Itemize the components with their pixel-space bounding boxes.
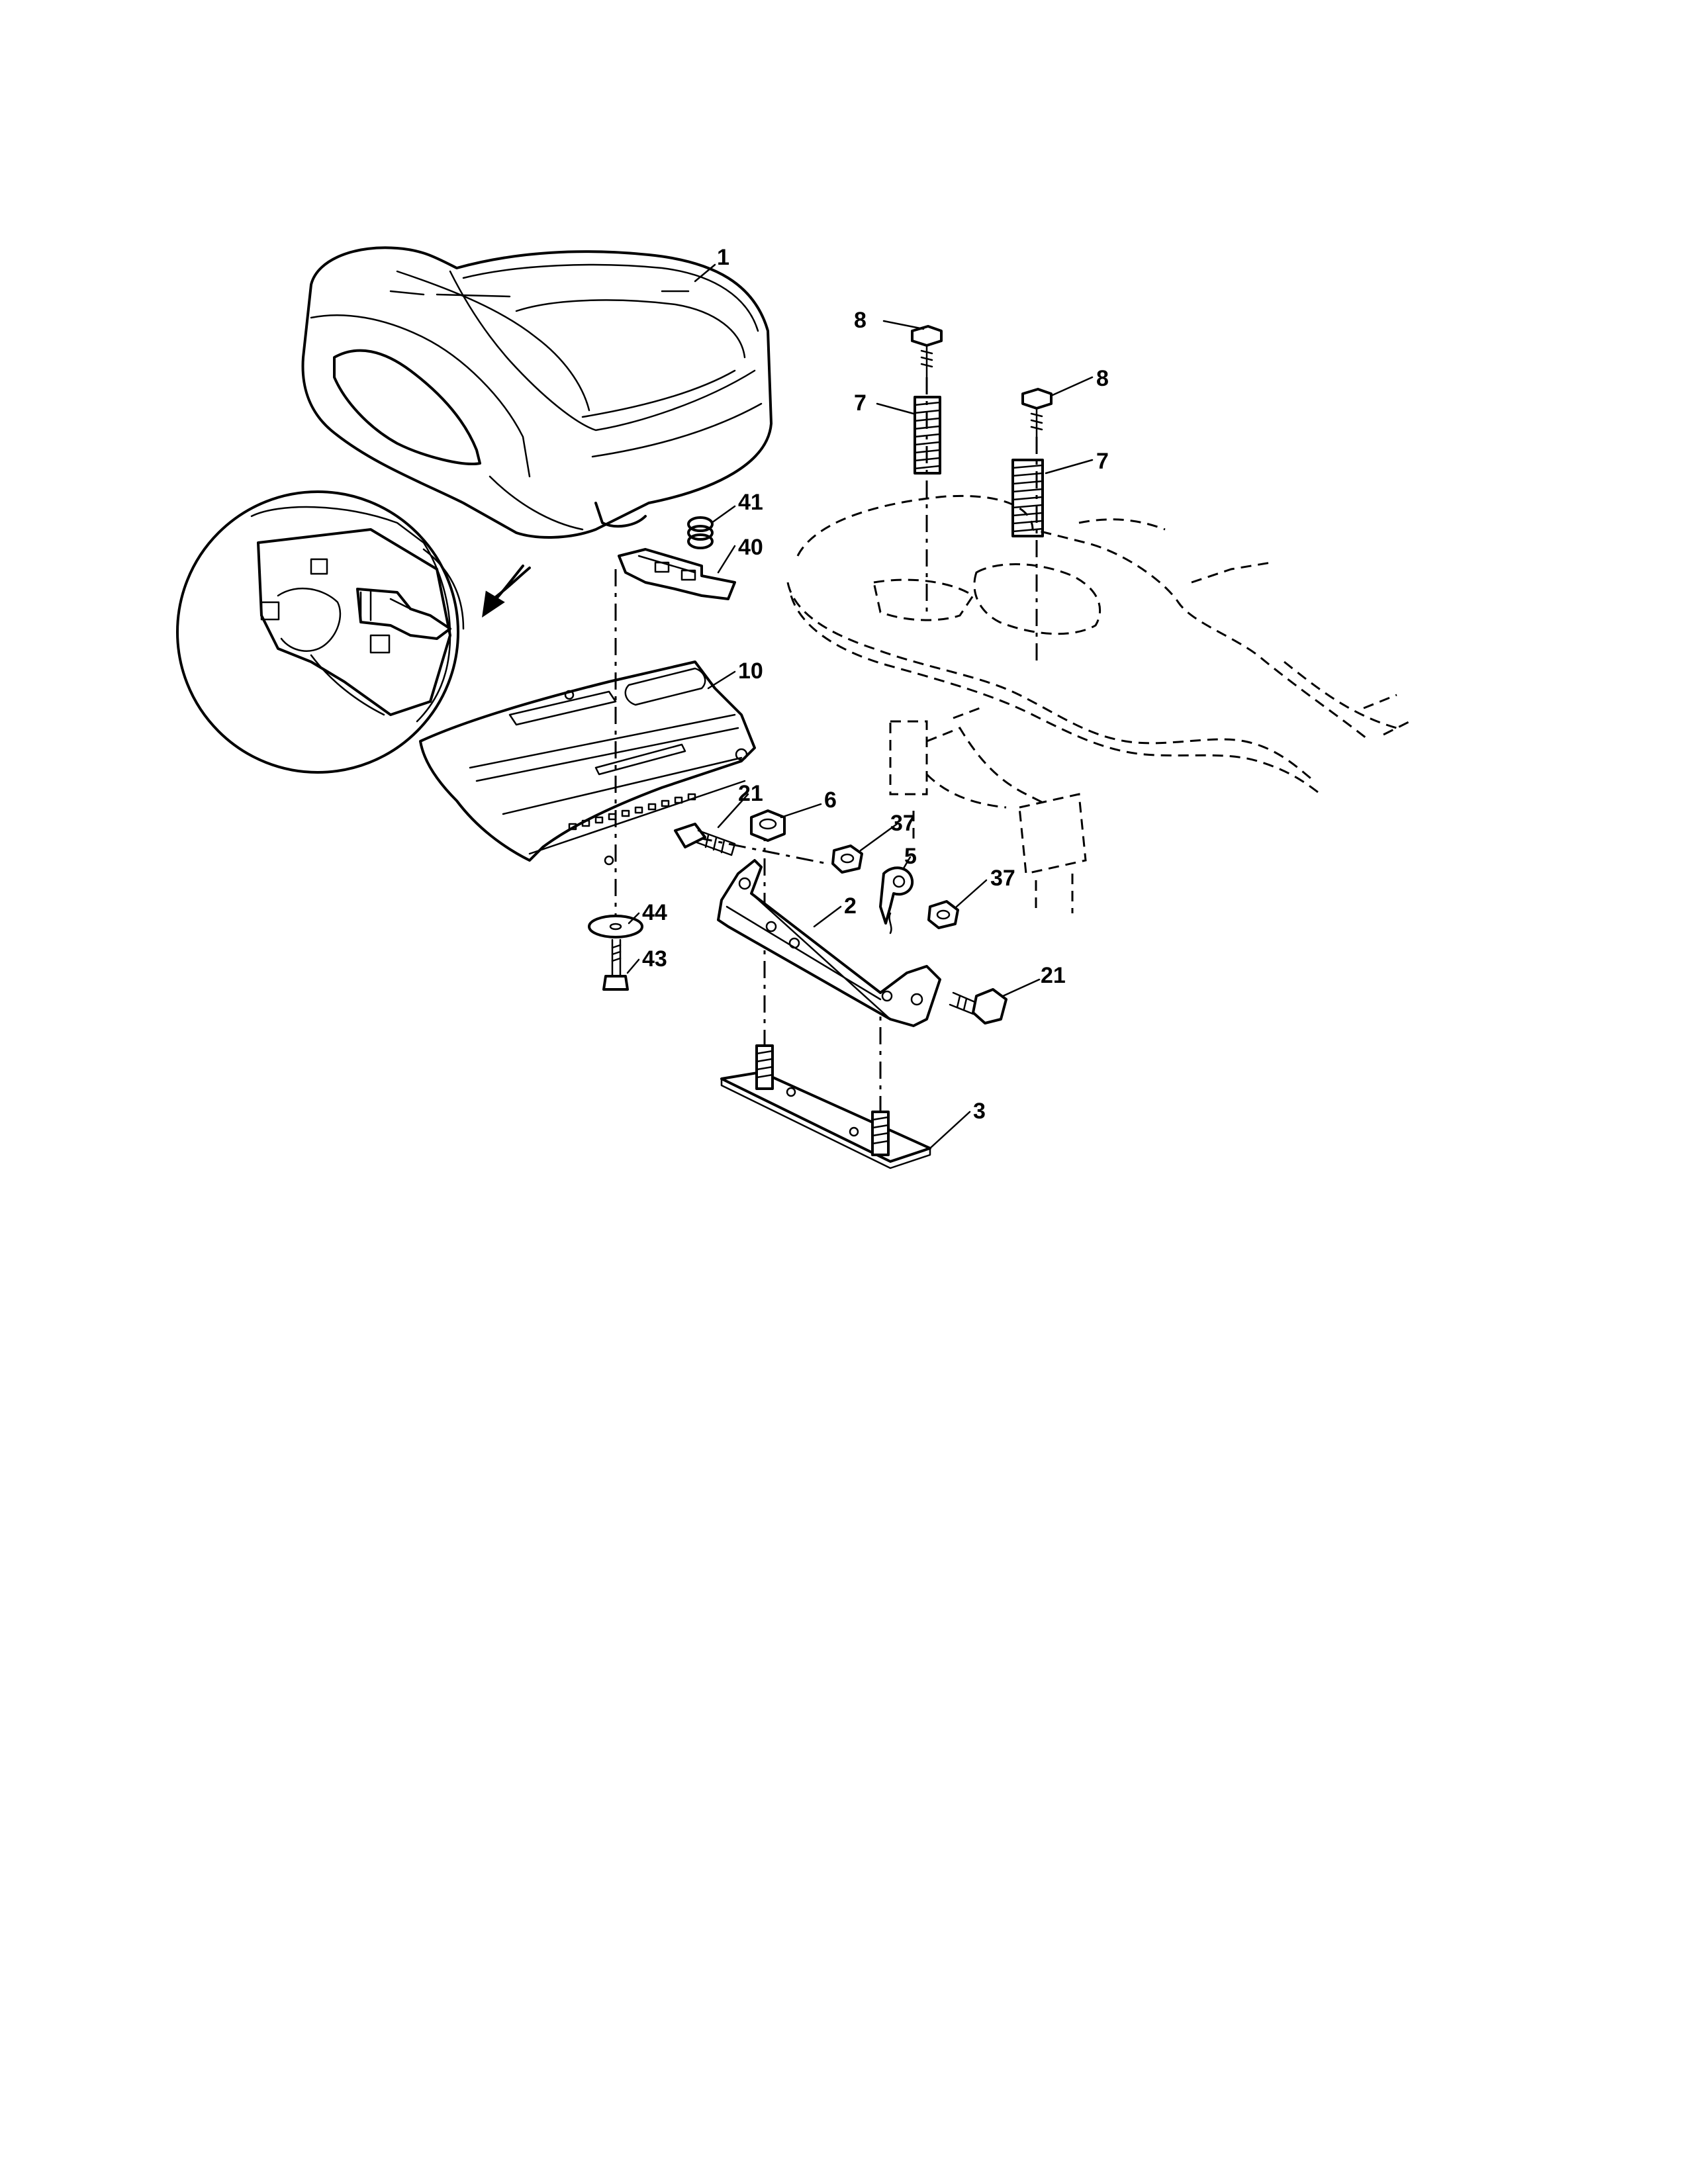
fender-outline xyxy=(786,494,1411,913)
callout-3: 3 xyxy=(973,1099,986,1124)
callout-44: 44 xyxy=(642,900,667,925)
nut-6 xyxy=(750,809,786,842)
callout-8-right: 8 xyxy=(1096,366,1109,391)
callout-21-right: 21 xyxy=(1041,963,1066,988)
bolt-21-left xyxy=(674,823,736,856)
callout-7-left: 7 xyxy=(854,390,867,416)
seat-pan-10 xyxy=(419,660,756,866)
callout-6: 6 xyxy=(824,788,837,813)
plate-3 xyxy=(720,1044,931,1169)
seat-part xyxy=(301,246,773,539)
callout-37-right: 37 xyxy=(990,866,1015,891)
bracket-2 xyxy=(717,859,941,1027)
callout-leaders xyxy=(626,263,1094,1150)
callout-21-left: 21 xyxy=(738,781,763,806)
callout-41: 41 xyxy=(738,490,763,515)
callout-labels: 1 8 8 7 7 41 40 10 21 6 37 5 37 2 44 43 … xyxy=(642,245,1109,1124)
spring-right xyxy=(1011,459,1044,537)
bracket-40 xyxy=(618,548,736,600)
callout-10: 10 xyxy=(738,659,763,684)
clip-5 xyxy=(879,866,914,934)
callout-40: 40 xyxy=(738,535,763,560)
adjustment-slots xyxy=(568,793,696,831)
callout-2: 2 xyxy=(844,893,857,919)
bolt-left xyxy=(911,325,943,379)
washer-44 xyxy=(588,915,643,938)
callout-5: 5 xyxy=(904,844,917,869)
callout-1: 1 xyxy=(717,245,729,270)
spring-41 xyxy=(687,516,714,549)
assembly-center-lines xyxy=(614,377,1038,1138)
bolt-right xyxy=(1021,388,1053,438)
nut-37-right xyxy=(927,900,959,929)
callout-7-right: 7 xyxy=(1096,449,1109,474)
callout-43: 43 xyxy=(642,946,667,972)
callout-8-left: 8 xyxy=(854,308,867,333)
callout-37-left: 37 xyxy=(890,811,915,836)
bolt-43 xyxy=(602,938,629,991)
bolt-21-right xyxy=(949,988,1008,1024)
nut-37-left xyxy=(831,844,863,874)
detail-inset-circle xyxy=(176,490,531,774)
